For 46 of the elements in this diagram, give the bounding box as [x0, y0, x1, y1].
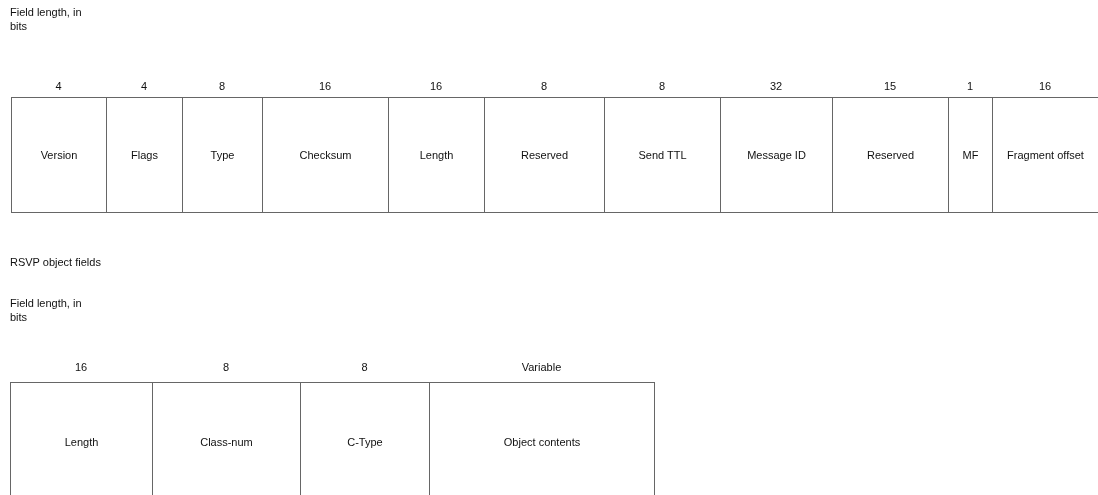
bit-length: 8 [217, 80, 227, 92]
bit-length: 8 [539, 80, 549, 92]
section-heading: RSVP object fields [10, 255, 102, 269]
field-name: Flags [131, 149, 158, 161]
field-box [948, 97, 993, 213]
field-box [604, 97, 721, 213]
axis-note: Field length, in bits [10, 5, 83, 33]
bit-length: 4 [54, 80, 63, 92]
field-name: Checksum [299, 149, 352, 161]
field-box [720, 97, 833, 213]
field-box [106, 97, 183, 213]
bit-length: 4 [139, 80, 149, 92]
field-name: Length [64, 435, 99, 448]
field-name: Fragment offset [1007, 149, 1084, 161]
bit-length: 8 [657, 80, 667, 92]
bit-length: 16 [317, 80, 333, 92]
field-box [182, 97, 263, 213]
bit-length: 16 [1037, 80, 1053, 92]
bit-length: 1 [965, 80, 975, 92]
field-name: Length [419, 149, 454, 161]
field-name: Reserved [866, 149, 915, 161]
bit-length: Variable [520, 361, 563, 373]
field-box [832, 97, 949, 213]
field-box [262, 97, 389, 213]
field-name: Version [40, 149, 78, 161]
field-name: MF [962, 149, 979, 161]
field-box [10, 382, 153, 495]
bit-length: 15 [882, 80, 898, 92]
field-box [484, 97, 605, 213]
field-name: Class-num [200, 435, 253, 448]
field-name: Send TTL [638, 149, 687, 161]
bit-length: 16 [73, 361, 89, 373]
bit-length: 8 [360, 361, 369, 373]
field-box [429, 382, 655, 495]
bit-length: 16 [428, 80, 444, 92]
field-name: Reserved [520, 149, 569, 161]
field-box [992, 97, 1098, 213]
axis-note: Field length, in bits [10, 296, 83, 324]
bit-length: 32 [768, 80, 784, 92]
bit-length: 8 [221, 361, 231, 373]
field-box [388, 97, 485, 213]
field-name: Message ID [747, 149, 806, 161]
field-name: Type [210, 149, 235, 161]
field-name: C-Type [347, 435, 383, 448]
field-box [11, 97, 107, 213]
field-name: Object contents [503, 435, 581, 448]
